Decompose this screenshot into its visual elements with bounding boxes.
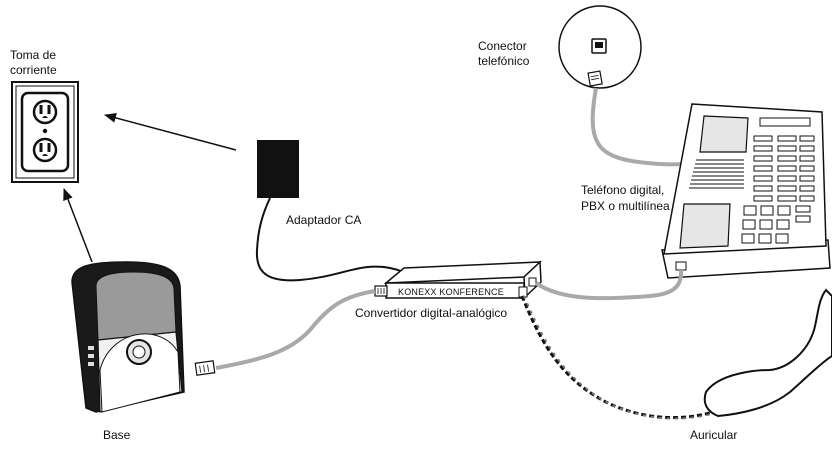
rj-plug-icon <box>587 70 603 87</box>
desk-phone-icon <box>661 103 831 279</box>
base-label: Base <box>103 428 131 442</box>
phone-label-line1: Teléfono digital, <box>581 183 665 197</box>
base-unit-icon <box>71 261 216 413</box>
ac-adapter-icon <box>257 140 299 198</box>
base-to-converter-cable <box>215 289 376 370</box>
phone-label-line2: PBX o multilínea <box>581 199 670 213</box>
phone-jack-icon <box>558 5 642 89</box>
handset-cord <box>520 295 721 420</box>
outlet-label-line1: Toma de <box>10 48 57 62</box>
ac-adapter-label: Adaptador CA <box>286 213 362 227</box>
wall-outlet-icon <box>11 81 79 183</box>
arrow-base-to-outlet <box>63 188 93 263</box>
arrow-adapter-to-outlet <box>104 113 237 151</box>
adapter-cable <box>255 197 405 282</box>
handset-label: Auricular <box>690 428 738 442</box>
handset-icon <box>703 288 832 418</box>
converter-caption: Convertidor digital-analógico <box>355 306 508 320</box>
converter-box-icon <box>374 260 542 299</box>
handset-cord-strand <box>523 295 723 420</box>
jack-label-line2: telefónico <box>478 54 530 68</box>
outlet-label-line2: corriente <box>10 63 57 77</box>
converter-box-label: KONEXX KONFERENCE <box>398 287 504 297</box>
jack-label-line1: Conector <box>478 39 527 53</box>
converter-to-phone-cable <box>534 269 684 301</box>
